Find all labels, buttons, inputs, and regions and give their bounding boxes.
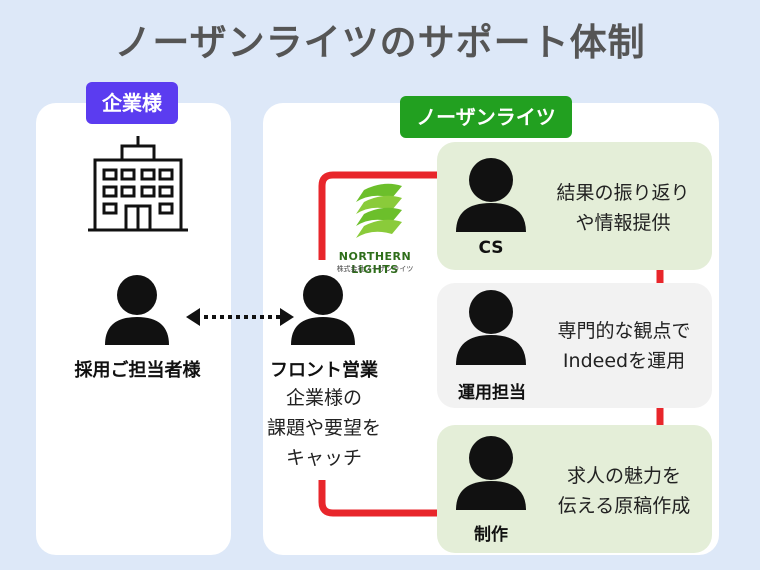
front-sales-title: フロント営業 [270,360,378,381]
front-sales-desc-3: キャッチ [285,447,362,469]
logo-sub: 株式会社ノーザンライツ [336,265,414,273]
production-desc-2: 伝える原稿作成 [557,495,691,517]
diagram-title: ノーザンライツのサポート体制 [114,21,646,64]
client-badge: 企業様 [86,82,178,124]
ops-desc-1: 専門的な観点で [557,320,691,342]
client-person-icon [105,275,169,345]
cs-desc-2: や情報提供 [575,212,671,234]
double-arrow-icon [186,308,294,326]
front-sales-desc-1: 企業様の [285,387,362,409]
front-to-production-connector [318,480,437,517]
ops-person-icon [456,290,526,365]
logo-name: NORTHERN LiGHTS [338,250,412,276]
cs-desc-1: 結果の振り返り [556,182,690,204]
northern-lights-logo-icon [356,183,402,238]
production-desc-1: 求人の魅力を [566,465,681,487]
building-icon [88,136,188,232]
cs-person-icon [456,158,526,232]
ops-desc-2: Indeedを運用 [562,350,686,372]
front-sales-desc-2: 課題や要望を [266,417,381,439]
production-person-icon [456,436,526,510]
production-label: 制作 [474,525,508,545]
ops-label: 運用担当 [458,383,526,403]
cs-label: CS [478,238,504,258]
company-badge: ノーザンライツ [400,96,572,138]
front-person-icon [291,275,355,345]
front-to-cs-connector [318,171,437,260]
client-person-label: 採用ご担当者様 [74,360,201,381]
